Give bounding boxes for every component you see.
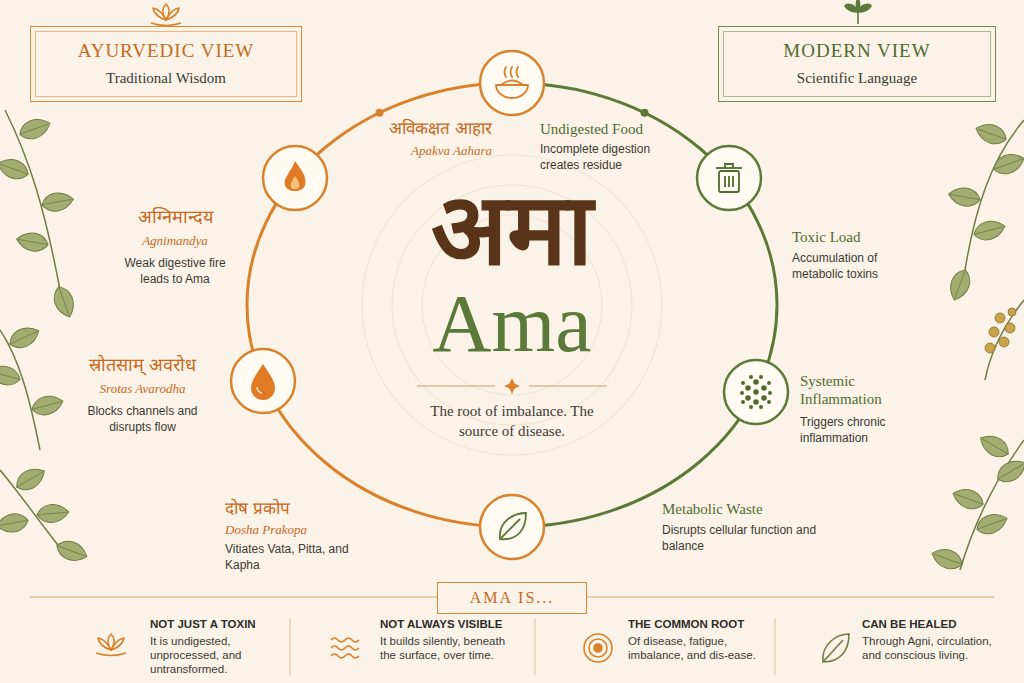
point-body: It builds silently, beneath the surface,…: [380, 634, 520, 662]
view-subtitle: Traditional Wisdom: [106, 70, 226, 87]
sanskrit-term: अविकक्षत आहार: [372, 118, 492, 139]
description: Vitiates Vata, Pitta, and Kapha: [225, 541, 357, 573]
description: Blocks channels and disrupts flow: [75, 403, 210, 435]
description: Accumulation of metabolic toxins: [792, 250, 932, 282]
view-heading: MODERN VIEW: [783, 41, 930, 62]
sanskrit-term: दोष प्रकोप: [225, 498, 365, 519]
point-body: It is undigested, unprocessed, and untra…: [150, 634, 272, 676]
view-box: AYURVEDIC VIEW Traditional Wisdom: [30, 26, 302, 102]
point-heading: NOT ALWAYS VISIBLE: [380, 618, 528, 632]
modern-term: Metabolic Waste: [662, 500, 837, 518]
center-title: Ama: [247, 279, 777, 369]
description: Incomplete digestion creates residue: [540, 141, 665, 173]
transliteration: Srotas Avarodha: [60, 381, 225, 397]
modern-term: Systemic Inflammation: [800, 372, 912, 408]
center-devanagari: अमा: [247, 175, 777, 285]
transliteration: Apakva Aahara: [372, 143, 492, 159]
point-heading: THE COMMON ROOT: [628, 618, 768, 632]
point-heading: CAN BE HEALED: [862, 618, 1012, 632]
view-heading: AYURVEDIC VIEW: [78, 41, 255, 62]
description: Weak digestive fire leads to Ama: [110, 255, 240, 287]
section-tag: AMA IS...: [437, 582, 587, 614]
point-body: Through Agni, circulation, and conscious…: [862, 634, 1007, 662]
center-tagline: The root of imbalance. The source of dis…: [428, 401, 596, 442]
sanskrit-term: स्रोतसाम् अवरोध: [60, 354, 225, 377]
description: Triggers chronic inflammation: [800, 414, 920, 446]
sanskrit-term: अग्निमान्दय: [95, 206, 255, 229]
point-heading: NOT JUST A TOXIN: [150, 618, 282, 632]
section-heading: AMA IS...: [470, 590, 555, 606]
modern-term: Undigested Food: [540, 120, 690, 138]
view-box: MODERN VIEW Scientific Language: [718, 26, 996, 102]
description: Disrupts cellular function and balance: [662, 522, 834, 554]
view-subtitle: Scientific Language: [797, 70, 917, 87]
transliteration: Dosha Prakopa: [225, 522, 365, 538]
point-body: Of disease, fatigue, imbalance, and dis-…: [628, 634, 760, 662]
modern-term: Toxic Load: [792, 228, 962, 246]
ama-ring: अमाAmaThe root of imbalance. The source …: [247, 83, 777, 527]
transliteration: Agnimandya: [95, 233, 255, 249]
